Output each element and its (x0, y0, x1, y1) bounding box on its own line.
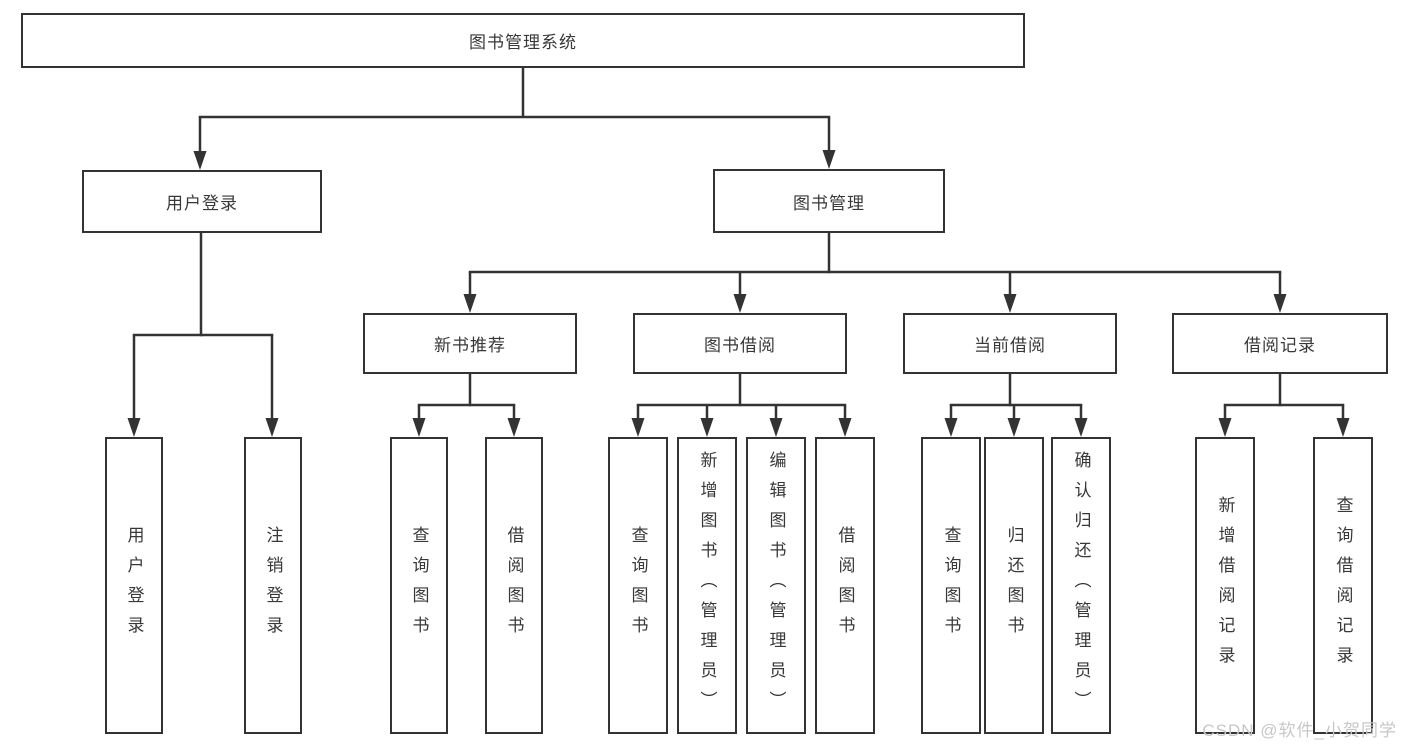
node-label: 新增图书（管理员） (697, 450, 717, 721)
node-label: 新增借阅记录 (1215, 495, 1235, 676)
node-label: 归还图书 (1004, 525, 1024, 646)
leaf-add-book-admin: 新增图书（管理员） (677, 437, 737, 734)
node-label: 新书推荐 (434, 336, 506, 355)
arrowhead-group (127, 150, 1350, 437)
leaf-logout: 注销登录 (244, 437, 302, 734)
node-label: 图书管理 (793, 193, 865, 213)
node-label: 确认归还（管理员） (1071, 450, 1091, 721)
node-label: 用户登录 (166, 194, 238, 213)
node-label: 编辑图书（管理员） (766, 450, 786, 721)
node-current-borrowing: 当前借阅 (903, 313, 1117, 374)
node-borrowing-records: 借阅记录 (1172, 313, 1388, 374)
leaf-confirm-return-admin: 确认归还（管理员） (1051, 437, 1111, 734)
node-user-login: 用户登录 (82, 170, 322, 233)
csdn-watermark: CSDN @软件_小贺同学 (1202, 721, 1397, 740)
leaf-add-borrow-record: 新增借阅记录 (1195, 437, 1255, 734)
node-label: 当前借阅 (974, 336, 1046, 355)
leaf-query-books-current: 查询图书 (921, 437, 981, 734)
leaf-borrow-books-recommend: 借阅图书 (485, 437, 543, 734)
leaf-query-books-borrowing: 查询图书 (608, 437, 668, 734)
node-label: 借阅图书 (835, 525, 855, 646)
leaf-edit-book-admin: 编辑图书（管理员） (746, 437, 806, 734)
node-label: 查询借阅记录 (1333, 495, 1353, 676)
leaf-query-borrow-record: 查询借阅记录 (1313, 437, 1373, 734)
leaf-return-books: 归还图书 (984, 437, 1044, 734)
leaf-borrow-books-borrowing: 借阅图书 (815, 437, 875, 734)
leaf-user-login: 用户登录 (105, 437, 163, 734)
node-label: 借阅图书 (504, 525, 524, 646)
node-book-borrowing: 图书借阅 (633, 313, 847, 374)
node-book-management: 图书管理 (713, 169, 945, 233)
node-label: 用户登录 (124, 525, 144, 646)
node-label: 查询图书 (941, 525, 961, 646)
leaf-query-books-recommend: 查询图书 (390, 437, 448, 734)
node-label: 图书借阅 (704, 336, 776, 355)
node-label: 查询图书 (409, 525, 429, 646)
node-library-management-system: 图书管理系统 (21, 13, 1025, 68)
node-label: 注销登录 (263, 525, 283, 646)
node-new-book-recommend: 新书推荐 (363, 313, 577, 374)
node-label: 借阅记录 (1244, 336, 1316, 355)
node-label: 图书管理系统 (469, 33, 577, 52)
node-label: 查询图书 (628, 525, 648, 646)
